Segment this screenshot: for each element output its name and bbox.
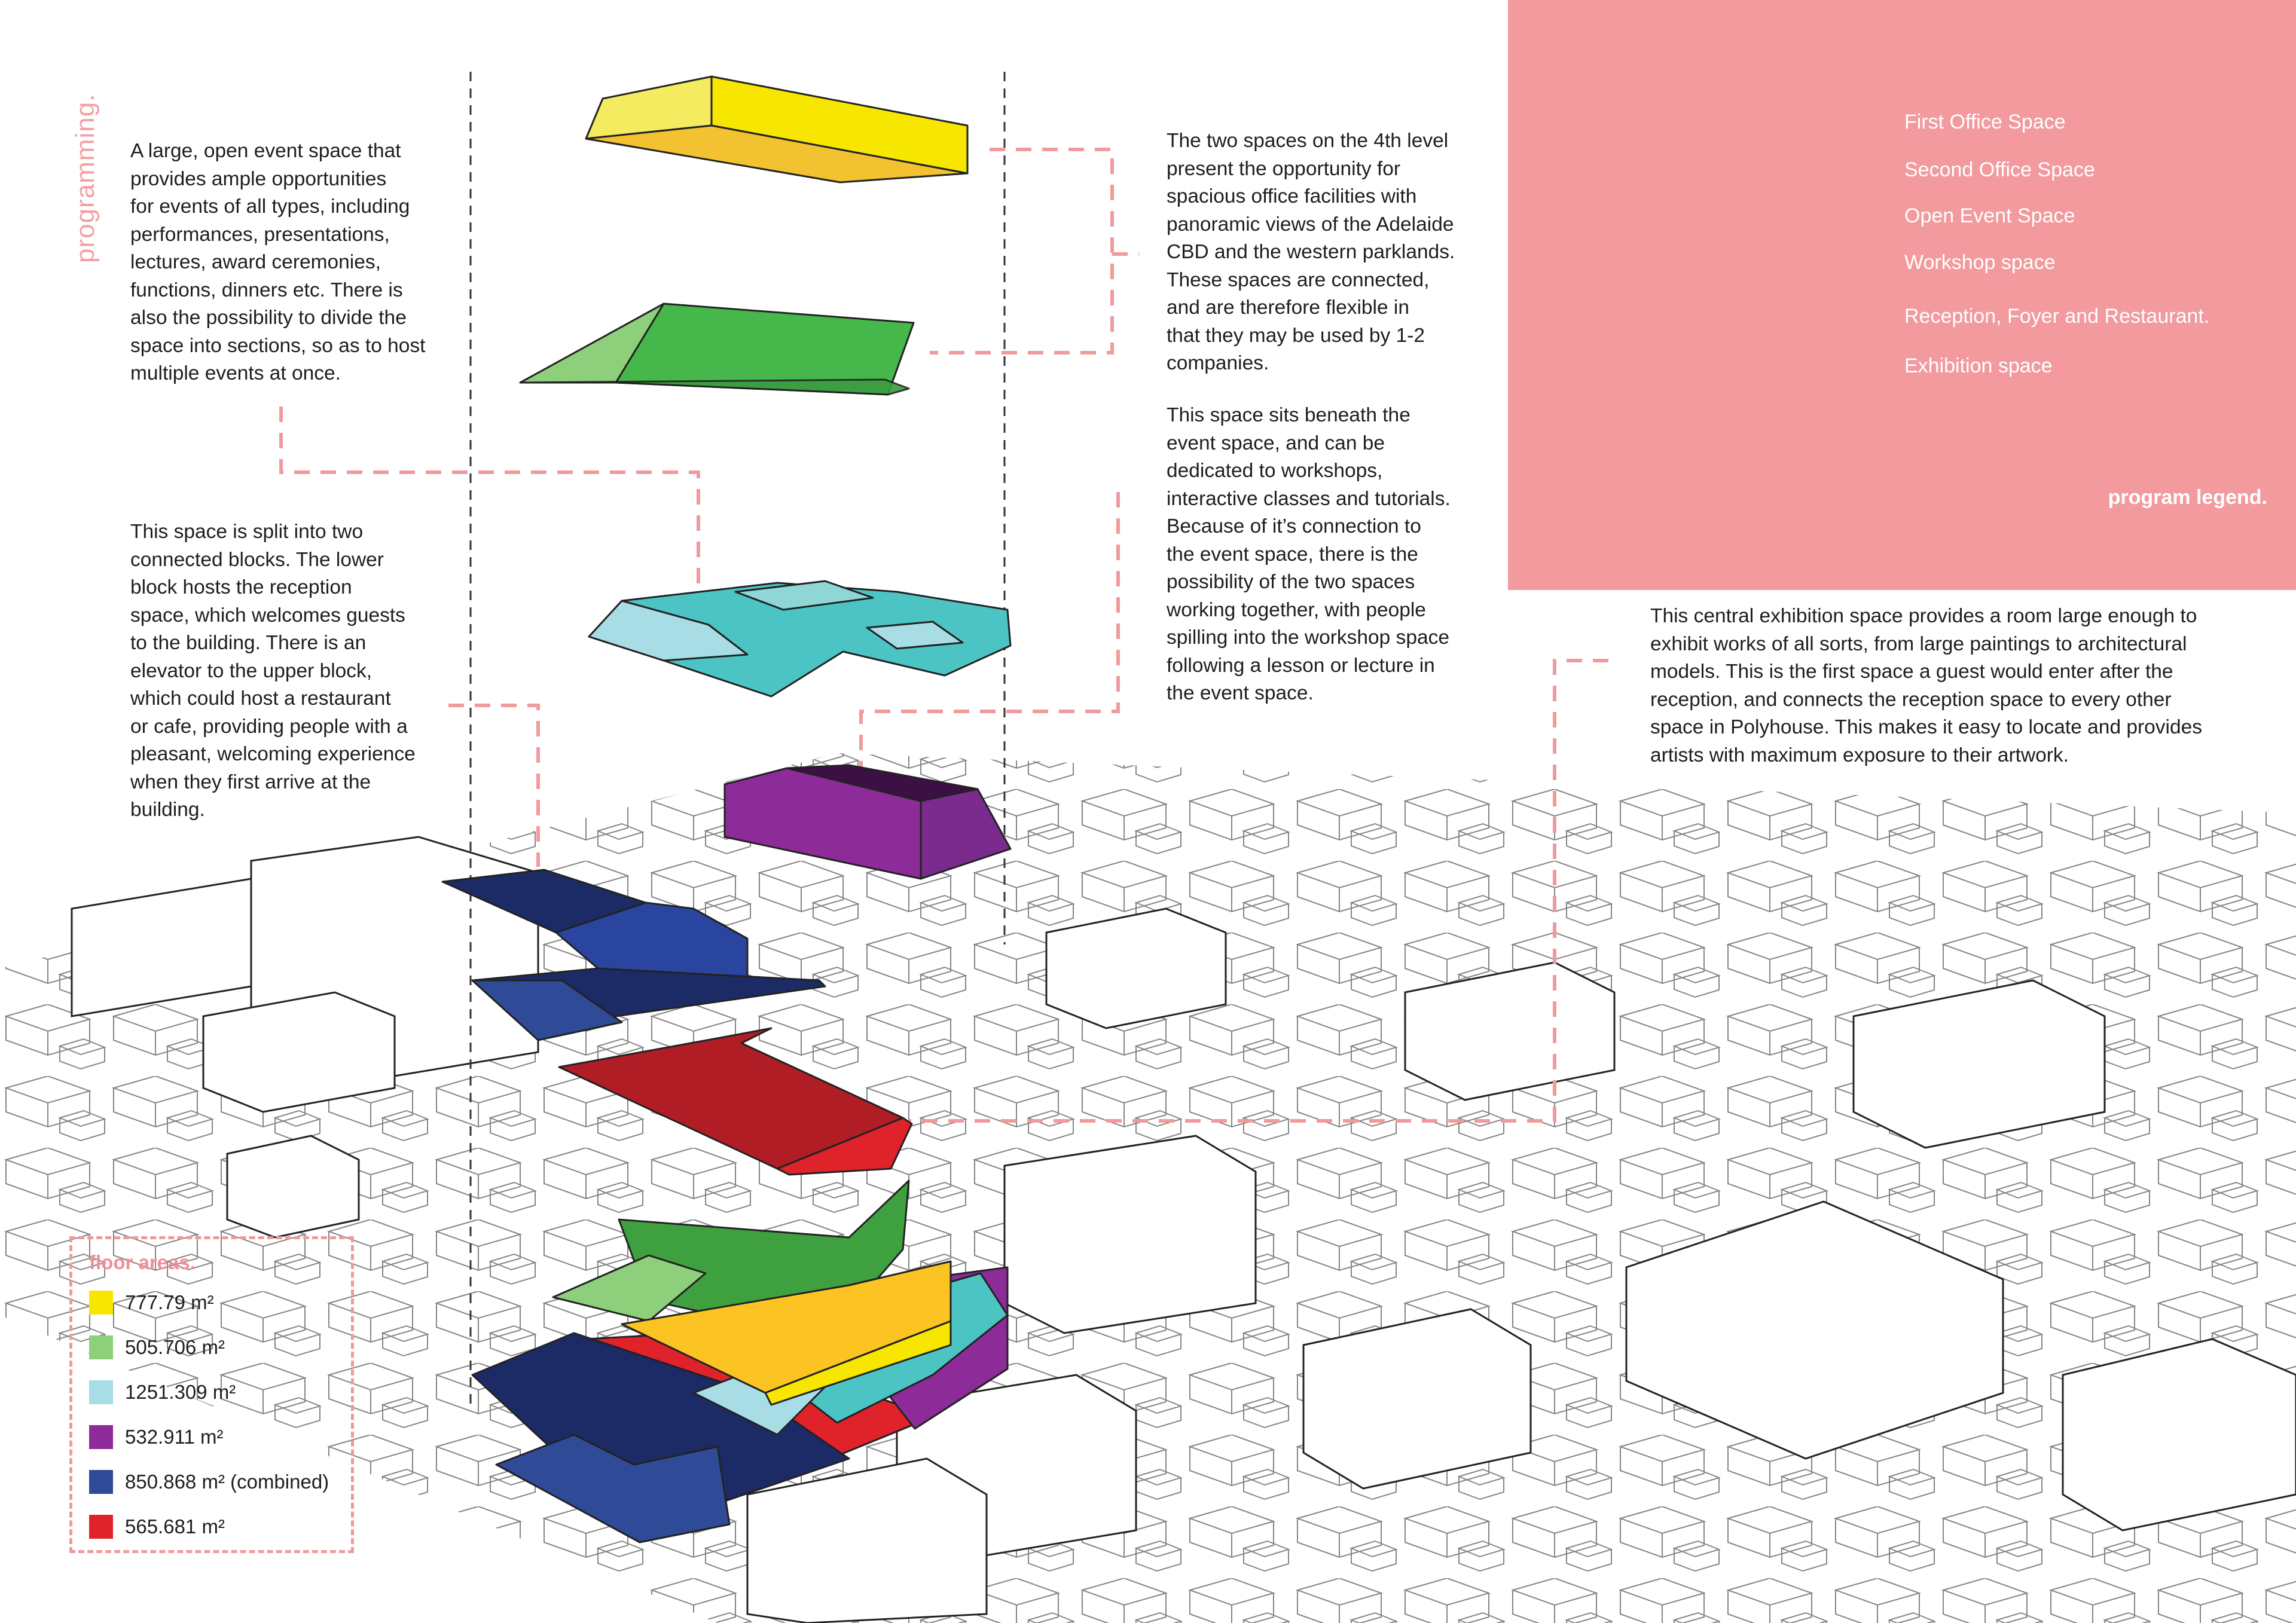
note-line: functions, dinners etc. There is [130,277,447,305]
note-line: A large, open event space that [130,137,447,166]
floor-swatch-green [89,1335,113,1359]
note-line: models. This is the first space a guest … [1650,658,2260,686]
floor-swatch-red [89,1515,113,1539]
note-line: dedicated to workshops, [1167,457,1477,485]
floor-area-value: 777.79 m² [125,1291,214,1315]
note-line: space in Polyhouse. This makes it easy t… [1650,714,2260,742]
note-line: reception, and connects the reception sp… [1650,686,2260,714]
note-line: building. [130,796,447,824]
floor-swatch-yellow [89,1291,113,1315]
legend-label-workshop: Workshop space [1904,251,2056,274]
office-space-description: The two spaces on the 4th level present … [1167,127,1477,378]
legend-label-second-office: Second Office Space [1904,158,2095,182]
note-line: event space, and can be [1167,430,1477,458]
first-office-space-volume [586,77,967,182]
note-line: spilling into the workshop space [1167,624,1477,652]
note-line: Because of it’s connection to [1167,513,1477,541]
legend-label-exhibition: Exhibition space [1904,354,2053,378]
note-line: exhibit works of all sorts, from large p… [1650,631,2260,659]
floor-area-value: 505.706 m² [125,1335,225,1359]
note-line: provides ample opportunities [130,166,447,194]
legend-label-reception: Reception, Foyer and Restaurant. [1904,305,2209,328]
note-line: artists with maximum exposure to their a… [1650,742,2260,770]
note-line: This space is split into two [130,518,447,546]
floor-swatch-navy [89,1470,113,1494]
note-line: or cafe, providing people with a [130,713,447,741]
note-line: interactive classes and tutorials. [1167,485,1477,514]
note-line: which could host a restaurant [130,685,447,713]
exhibition-space-description: This central exhibition space provides a… [1650,603,2260,769]
note-line: possibility of the two spaces [1167,568,1477,597]
note-line: the event space, there is the [1167,541,1477,569]
note-line: This space sits beneath the [1167,402,1477,430]
note-line: when they first arrive at the [130,769,447,797]
note-line: companies. [1167,350,1477,378]
floor-area-value: 565.681 m² [125,1515,225,1539]
note-line: multiple events at once. [130,360,447,388]
note-line: the event space. [1167,680,1477,708]
second-office-space-volume [520,304,914,395]
program-legend-title: program legend. [2108,486,2267,509]
note-line: following a lesson or lecture in [1167,652,1477,680]
floor-area-value: 850.868 m² (combined) [125,1470,329,1494]
note-line: CBD and the western parklands. [1167,239,1477,267]
workshop-space-description: This space sits beneath the event space,… [1167,402,1477,708]
event-space-description: A large, open event space that provides … [130,137,447,388]
floor-area-value: 1251.309 m² [125,1380,236,1404]
note-line: present the opportunity for [1167,155,1477,184]
note-line: to the building. There is an [130,629,447,658]
note-line: performances, presentations, [130,221,447,249]
note-line: The two spaces on the 4th level [1167,127,1477,155]
note-line: These spaces are connected, [1167,267,1477,295]
legend-label-first-office: First Office Space [1904,111,2066,134]
note-line: panoramic views of the Adelaide [1167,211,1477,239]
note-line: connected blocks. The lower [130,546,447,574]
note-line: spacious office facilities with [1167,183,1477,211]
note-line: for events of all types, including [130,193,447,221]
floor-areas-title: floor areas. [89,1251,196,1274]
note-line: space, which welcomes guests [130,602,447,630]
note-line: This central exhibition space provides a… [1650,603,2260,631]
note-line: block hosts the reception [130,574,447,602]
program-legend-panel: First Office Space Second Office Space O… [1508,0,2296,590]
floor-areas-box: floor areas. 777.79 m² 505.706 m² 1251.3… [69,1236,354,1553]
note-line: working together, with people [1167,597,1477,625]
legend-label-open-event: Open Event Space [1904,204,2075,228]
note-line: elevator to the upper block, [130,658,447,686]
note-line: space into sections, so as to host [130,332,447,360]
floor-swatch-purple [89,1425,113,1449]
note-line: lectures, award ceremonies, [130,249,447,277]
reception-space-description: This space is split into two connected b… [130,518,447,824]
note-line: pleasant, welcoming experience [130,741,447,769]
floor-swatch-light-blue [89,1380,113,1404]
note-line: that they may be used by 1-2 [1167,322,1477,350]
note-line: and are therefore flexible in [1167,294,1477,322]
open-event-space-volume [589,581,1010,696]
note-line: also the possibility to divide the [130,304,447,332]
floor-area-value: 532.911 m² [125,1425,223,1449]
